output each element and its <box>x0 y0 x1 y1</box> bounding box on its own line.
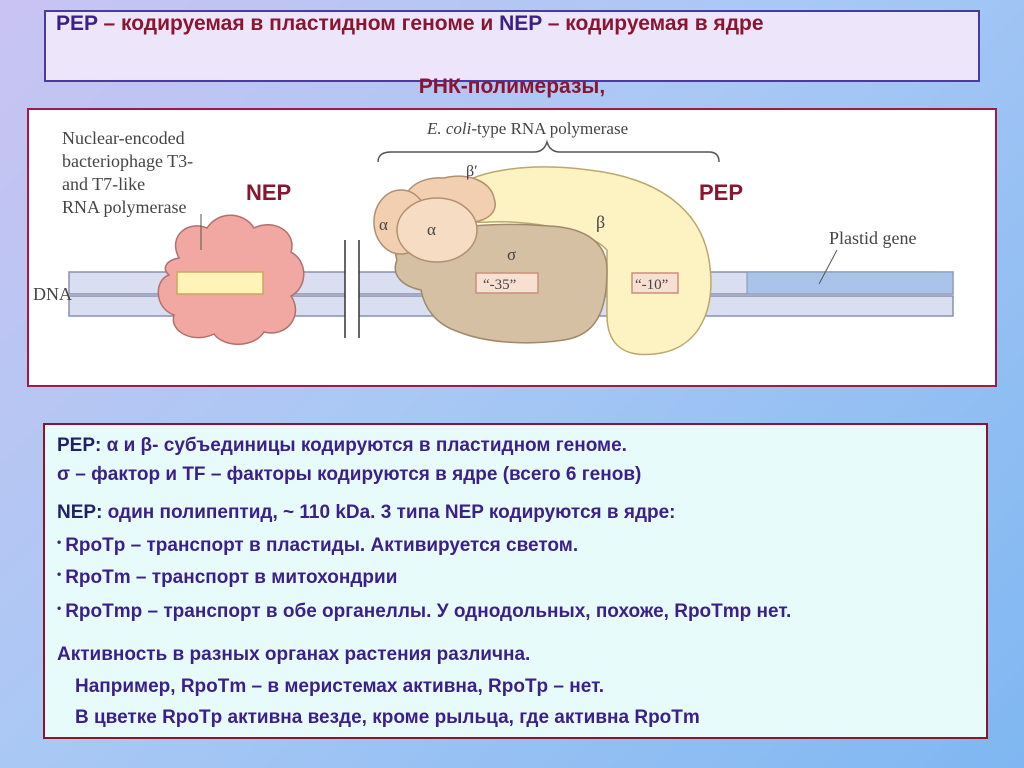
info-pep-key: PEP: <box>57 435 101 456</box>
info-line-9: В цветке RpoTp активна везде, кроме рыль… <box>75 707 700 729</box>
diagram-figure: DNA Nuclear-encoded bacteriophage T3- an… <box>27 108 997 387</box>
beta-prime-label: β′ <box>466 163 478 180</box>
bullet-rpotmp: • RpoTmp – транспорт в обе органеллы. У о… <box>57 601 791 623</box>
pep-label: PEP <box>699 180 743 205</box>
nuclear-label-1: Nuclear-encoded <box>62 128 185 148</box>
dna-break-gap <box>345 240 359 340</box>
info-line-8: Например, RpoTm – в меристемах активна, … <box>75 676 604 698</box>
bullet-rpotp-text: RpoTp – транспорт в пластиды. Активирует… <box>65 535 578 556</box>
bullet-dot-icon: • <box>57 567 61 581</box>
info-line-2: σ – фактор и TF – факторы кодируются в я… <box>57 464 641 486</box>
title-line-1: PEP – кодируемая в пластидном геноме и N… <box>56 12 764 36</box>
bullet-rpotm-text: RpoTm – транспорт в митохондрии <box>65 567 397 588</box>
rna-polymerase-diagram: DNA Nuclear-encoded bacteriophage T3- an… <box>29 110 995 385</box>
beta-label: β <box>596 212 605 232</box>
plastid-gene-label: Plastid gene <box>829 228 917 248</box>
title-box: PEP – кодируемая в пластидном геноме и N… <box>44 10 980 82</box>
minus-35-label: “-35” <box>483 277 516 293</box>
title-pep: PEP <box>56 12 98 35</box>
title-pep-desc: – кодируемая в пластидном геноме и <box>98 12 499 35</box>
ecoli-italic: E. coli <box>426 119 472 138</box>
alpha-subunit-2-shape <box>397 198 477 262</box>
info-pep-text: α и β- субъединицы кодируются в пластидн… <box>101 435 627 456</box>
sigma-label: σ <box>507 245 516 264</box>
ecoli-brace <box>378 142 719 162</box>
nuclear-label-4: RNA polymerase <box>62 197 186 217</box>
title-line-2: РНК-полимеразы, <box>0 75 1024 99</box>
minus-10-label: “-10” <box>635 277 668 293</box>
nuclear-label-2: bacteriophage T3- <box>62 151 193 171</box>
bullet-rpotp: • RpoTp – транспорт в пластиды. Активируе… <box>57 535 578 557</box>
bullet-rpotm: • RpoTm – транспорт в митохондрии <box>57 567 397 589</box>
dna-label: DNA <box>33 284 72 304</box>
nep-promoter-box <box>177 272 263 294</box>
ecoli-rest: -type RNA polymerase <box>471 119 628 138</box>
info-line-1: PEP: α и β- субъединицы кодируются в пла… <box>57 435 627 457</box>
info-nep-key: NEP: <box>57 502 102 523</box>
bullet-rpotmp-text: RpoTmp – транспорт в обе органеллы. У од… <box>65 601 791 622</box>
bullet-dot-icon: • <box>57 535 61 549</box>
alpha-label-2: α <box>427 220 436 239</box>
info-line-3: NEP: один полипептид, ~ 110 kDa. 3 типа … <box>57 502 676 524</box>
title-nep-desc: – кодируемая в ядре <box>542 12 764 35</box>
alpha-label-1: α <box>379 215 388 234</box>
ecoli-label: E. coli-type RNA polymerase <box>426 119 628 138</box>
info-nep-text: один полипептид, ~ 110 kDa. 3 типа NEP к… <box>102 502 675 523</box>
nuclear-label-3: and T7-like <box>62 174 145 194</box>
info-box: PEP: α и β- субъединицы кодируются в пла… <box>43 423 988 739</box>
plastid-gene-region <box>747 272 953 294</box>
title-nep: NEP <box>499 12 542 35</box>
nep-label: NEP <box>246 180 291 205</box>
info-line-7: Активность в разных органах растения раз… <box>57 644 530 666</box>
bullet-dot-icon: • <box>57 601 61 615</box>
